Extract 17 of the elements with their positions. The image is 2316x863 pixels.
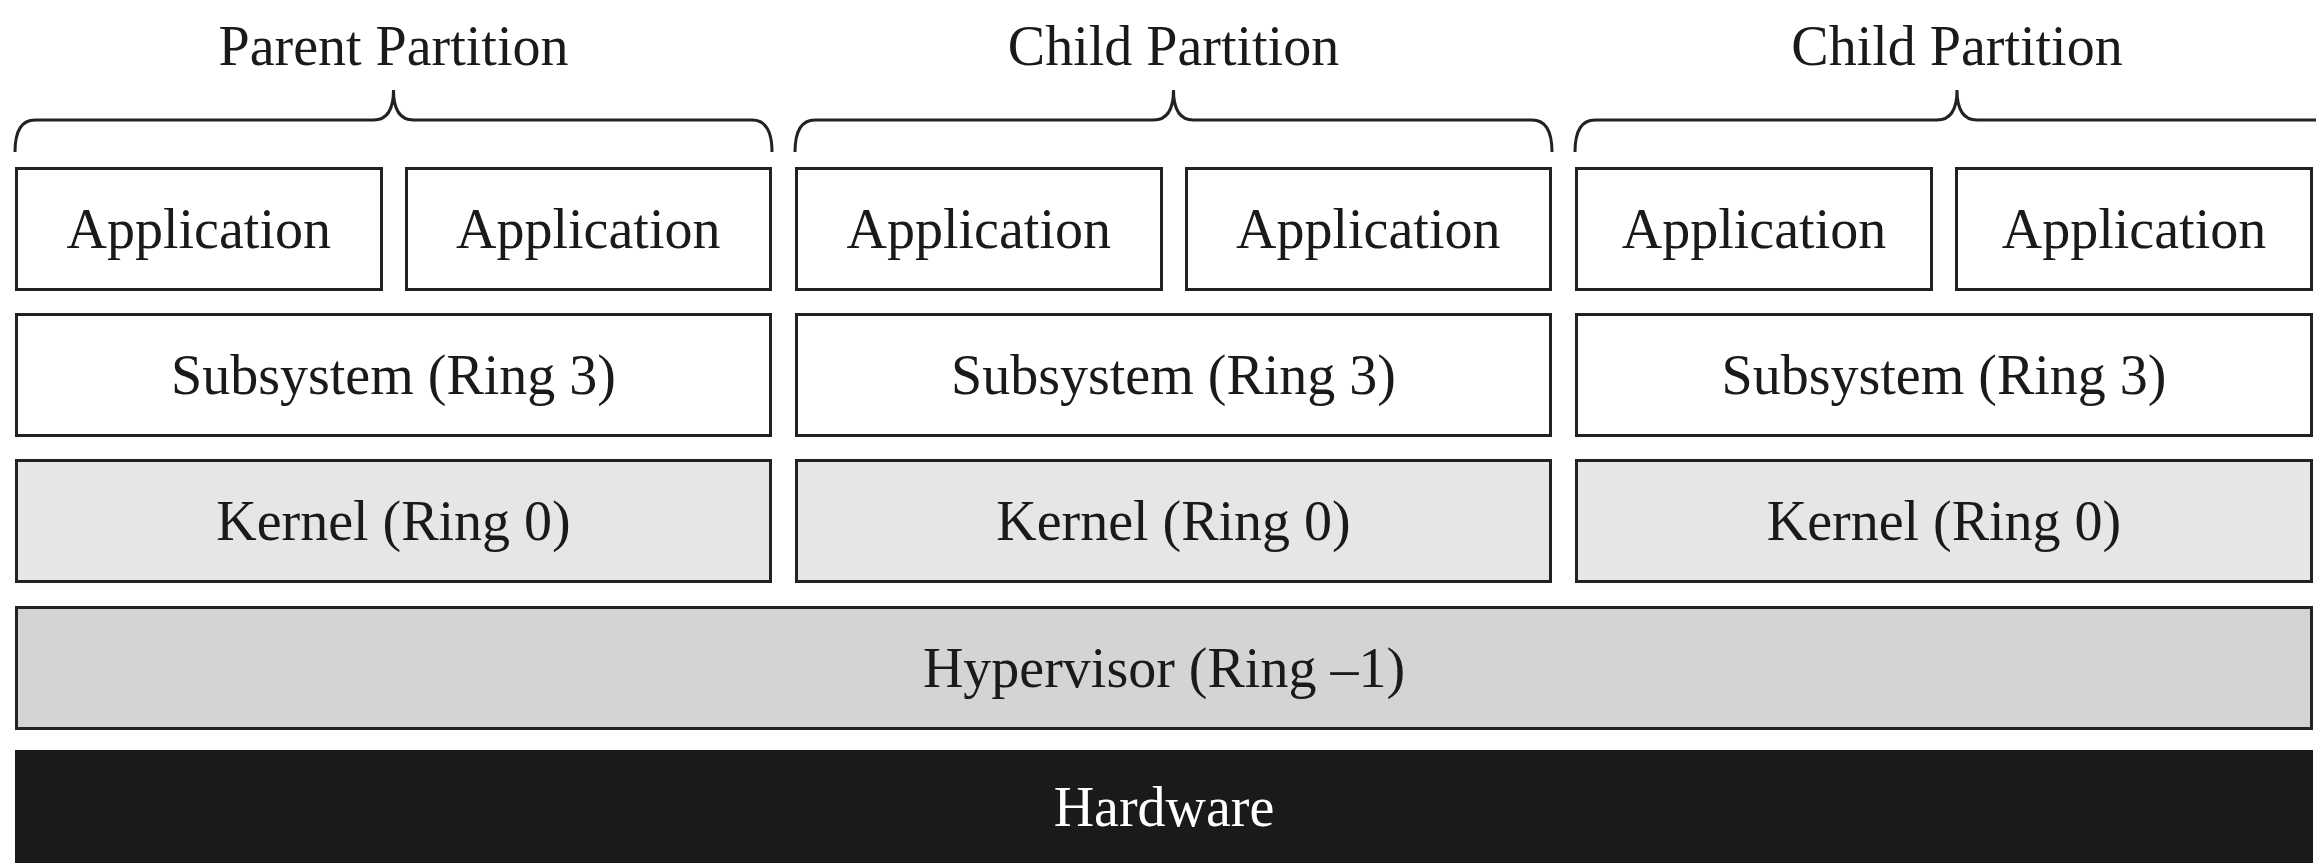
partition-heading: Child Partition (1007, 14, 1340, 78)
partition-heading: Child Partition (1791, 14, 2123, 78)
application-box: Application (404, 167, 772, 291)
application-box: Application (1184, 167, 1552, 291)
kernel-box: Kernel (Ring 0) (15, 459, 772, 583)
hardware-bar: Hardware (15, 750, 2313, 863)
application-box: Application (15, 167, 383, 291)
application-box: Application (1955, 167, 2313, 291)
subsystem-box: Subsystem (Ring 3) (795, 313, 1552, 437)
kernel-box: Kernel (Ring 0) (1575, 459, 2313, 583)
hypervisor-bar: Hypervisor (Ring –1) (15, 606, 2313, 730)
subsystem-box: Subsystem (Ring 3) (1575, 313, 2313, 437)
partition-heading: Parent Partition (218, 14, 569, 78)
application-box: Application (795, 167, 1163, 291)
application-box: Application (1575, 167, 1933, 291)
kernel-box: Kernel (Ring 0) (795, 459, 1552, 583)
subsystem-box: Subsystem (Ring 3) (15, 313, 772, 437)
